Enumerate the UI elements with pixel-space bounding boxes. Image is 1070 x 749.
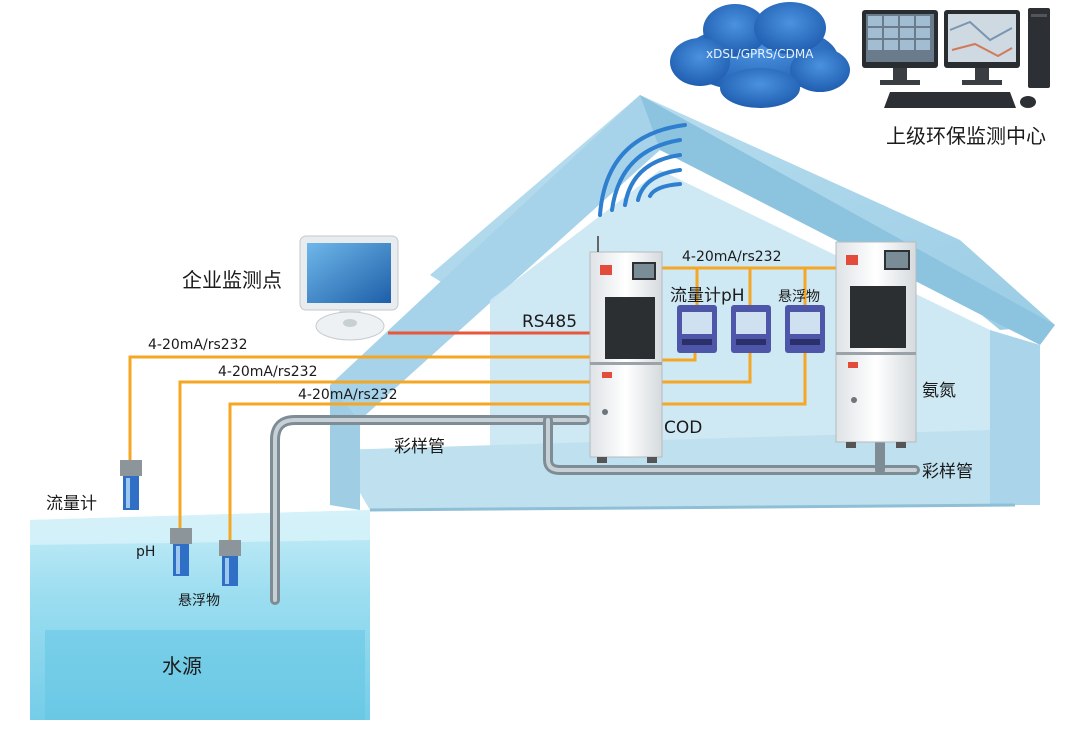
cod-label: COD <box>664 418 703 438</box>
sampling-pipe-left-label: 彩样管 <box>394 437 445 457</box>
monitoring-center-label: 上级环保监测中心 <box>886 124 1046 148</box>
sampling-pipe-right-label: 彩样管 <box>922 462 973 482</box>
rs485-label: RS485 <box>522 312 578 332</box>
ss-sensor-icon <box>219 540 241 586</box>
wireless-signal-icon <box>598 123 687 217</box>
enterprise-pc-icon <box>299 235 399 341</box>
ss-sensor-label: 悬浮物 <box>178 593 220 609</box>
cod-analyzer <box>589 236 663 463</box>
water-tank <box>30 510 370 720</box>
sampling-pipes <box>270 415 920 605</box>
ammonia-analyzer <box>835 241 917 448</box>
top-bus-label: 4-20mA/rs232 <box>682 249 782 265</box>
flow-ph-meter-label: 流量计pH <box>670 286 745 306</box>
ss-line-label: 4-20mA/rs232 <box>298 387 398 403</box>
water-source-label: 水源 <box>162 654 202 678</box>
ammonia-label: 氨氮 <box>922 381 956 401</box>
flow-sensor-label: 流量计 <box>46 494 97 514</box>
panel-meters <box>677 305 825 353</box>
signal-lines <box>128 266 855 540</box>
enterprise-label: 企业监测点 <box>182 268 282 292</box>
ss-meter-label: 悬浮物 <box>778 289 820 305</box>
ph-sensor-icon <box>170 528 192 576</box>
ph-sensor-label: pH <box>136 544 156 560</box>
cloud-icon <box>670 2 850 108</box>
ph-line-label: 4-20mA/rs232 <box>218 364 318 380</box>
flow-sensor-icon <box>120 460 142 510</box>
monitoring-center-icon <box>862 8 1050 108</box>
cloud-label: xDSL/GPRS/CDMA <box>706 47 814 61</box>
flow-line-label: 4-20mA/rs232 <box>148 337 248 353</box>
